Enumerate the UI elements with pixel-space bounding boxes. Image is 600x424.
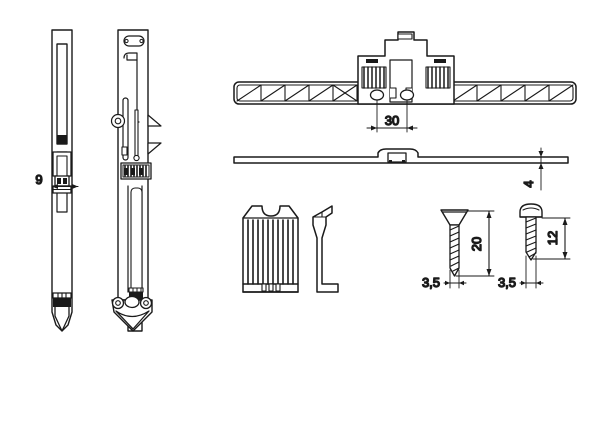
dimension-pan-length-12: 12 bbox=[532, 217, 571, 260]
dim-label-9: 9 bbox=[35, 172, 42, 187]
keeper-rail-front-view bbox=[233, 31, 577, 105]
dim-label-3-5-countersunk: 3,5 bbox=[422, 275, 440, 290]
l-hook-bracket bbox=[312, 205, 339, 293]
dim-label-4: 4 bbox=[521, 180, 536, 187]
dim-label-20: 20 bbox=[469, 237, 484, 251]
dimension-pan-diameter-3-5: 3,5 bbox=[497, 255, 544, 291]
dimension-profile-width-9: 9 bbox=[35, 171, 79, 211]
countersunk-screw: 20 3,5 bbox=[421, 209, 495, 291]
keeper-rail-side-view bbox=[233, 148, 569, 164]
dimension-rail-thickness-4: 4 bbox=[520, 147, 544, 191]
espagnolette-profile-front-view bbox=[51, 29, 73, 332]
ribbed-dowel-block bbox=[242, 205, 299, 293]
dim-label-3-5-pan: 3,5 bbox=[498, 275, 516, 290]
dim-label-12: 12 bbox=[545, 231, 560, 245]
dimension-hole-spacing-30: 30 bbox=[366, 99, 418, 133]
espagnolette-profile-side-view bbox=[110, 29, 162, 332]
dimension-countersunk-diameter-3-5: 3,5 bbox=[421, 269, 467, 291]
dimension-countersunk-length-20: 20 bbox=[455, 210, 495, 277]
dim-label-30: 30 bbox=[385, 113, 399, 128]
pan-head-screw: 12 3,5 bbox=[497, 203, 571, 291]
